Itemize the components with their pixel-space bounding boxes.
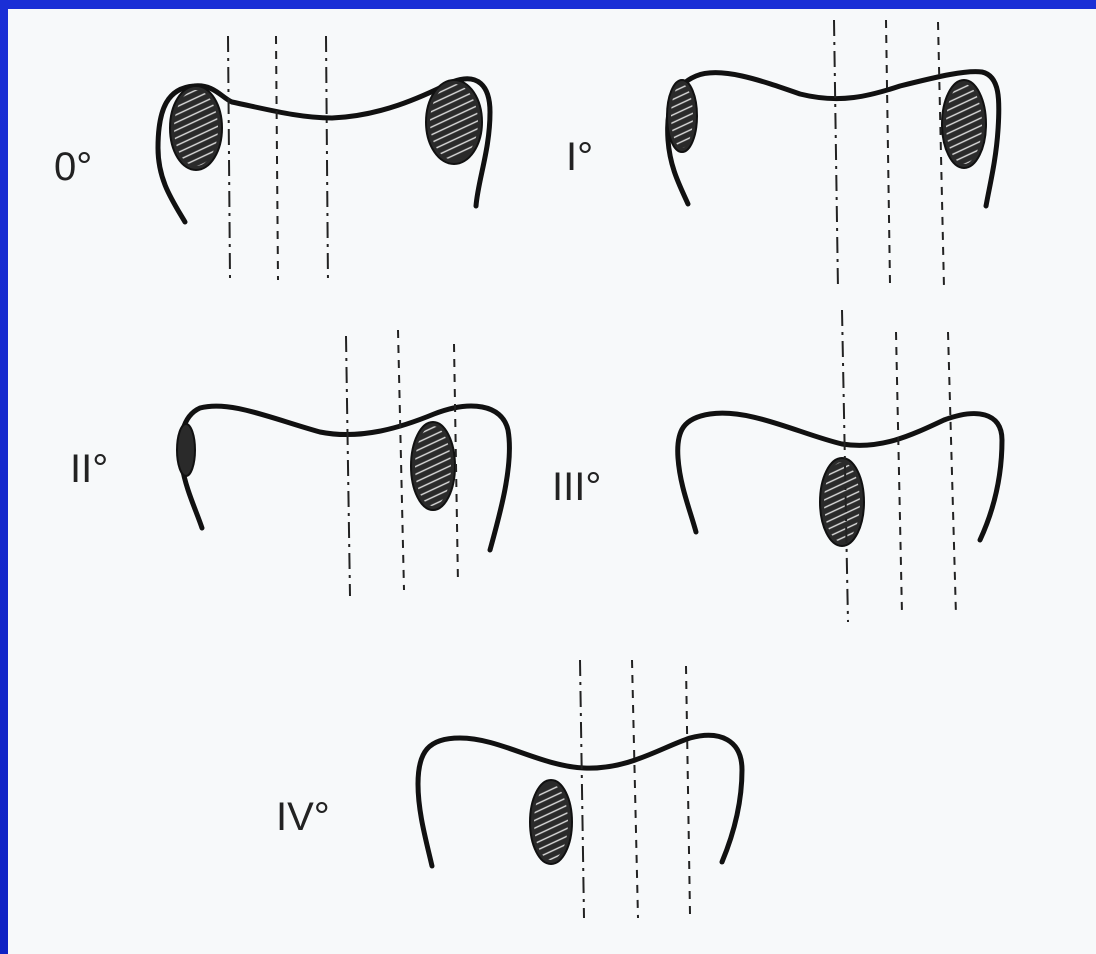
grade-3-label: III° xyxy=(552,465,601,509)
grade-2-lesion-left xyxy=(177,424,195,476)
grade-3-ref-line-3 xyxy=(948,332,956,616)
grade-4-ref-line-1 xyxy=(580,660,584,918)
grade-4-lesion-hatch xyxy=(534,784,568,860)
grade-2-outline xyxy=(181,406,510,550)
grade-0-group: 0° xyxy=(54,36,490,284)
grade-4-ref-line-3 xyxy=(686,666,690,914)
grade-1-label: I° xyxy=(566,135,593,179)
grade-3-group: III° xyxy=(552,310,1002,622)
grade-3-lesion-hatch xyxy=(824,462,860,542)
grade-2-ref-line-1 xyxy=(346,336,350,596)
grade-4-group: IV° xyxy=(276,660,742,918)
grade-2-label: II° xyxy=(70,447,108,491)
grade-1-lesion-left-hatch xyxy=(671,84,693,148)
grade-0-label: 0° xyxy=(54,145,92,189)
grade-1-ref-line-3 xyxy=(938,22,944,288)
grade-0-ref-line-2 xyxy=(276,36,278,280)
grade-4-outline xyxy=(418,735,742,866)
grade-0-lesion-left-hatch xyxy=(174,90,218,166)
grade-0-ref-line-3 xyxy=(326,36,328,284)
grade-1-lesion-right-hatch xyxy=(946,84,982,164)
grade-2-lesion-right-hatch xyxy=(415,426,451,506)
grade-1-ref-line-1 xyxy=(834,20,838,290)
grade-4-ref-line-2 xyxy=(632,660,638,918)
grade-2-group: II° xyxy=(70,330,509,596)
grade-0-lesion-right-hatch xyxy=(430,84,478,160)
grade-0-ref-line-1 xyxy=(228,36,230,278)
grade-3-ref-line-2 xyxy=(896,332,902,614)
grade-1-ref-line-2 xyxy=(886,20,890,284)
grade-1-group: I° xyxy=(566,20,999,290)
grade-4-label: IV° xyxy=(276,795,330,839)
grade-2-ref-line-2 xyxy=(398,330,404,590)
